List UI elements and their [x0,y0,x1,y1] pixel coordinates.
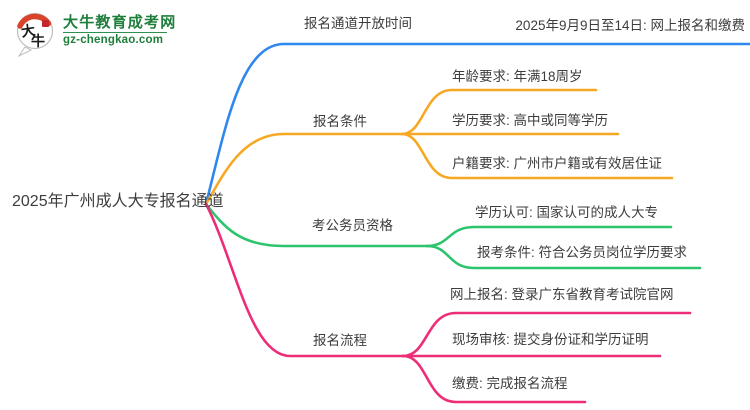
branch-conditions: 报名条件 [313,114,367,129]
branch-process: 报名流程 [313,333,367,348]
logo-icon: 大 牛 [16,12,54,58]
connector-line [400,88,598,136]
leaf-open-time-detail: 2025年9月9日至14日: 网上报名和缴费 [515,18,745,33]
logo-char-niu: 牛 [31,33,45,49]
connector-line [401,354,587,404]
connector-line [204,42,750,206]
connector-line [401,311,692,358]
brand-text-block: 大牛教育成考网 gz-chengkao.com [63,8,176,47]
leaf-degree-recognition: 学历认可: 国家认可的成人大专 [475,205,659,220]
branch-civil-service: 考公务员资格 [312,218,393,233]
connector-line [425,244,702,270]
leaf-online-register: 网上报名: 登录广东省教育考试院官网 [450,287,674,302]
brand-name: 大牛教育成考网 [63,14,177,31]
connector-line [425,225,673,248]
leaf-payment: 缴费: 完成报名流程 [452,376,568,391]
leaf-education-requirement: 学历要求: 高中或同等学历 [452,113,609,128]
root-node: 2025年广州成人大专报名通道 [12,193,224,210]
branch-open-time: 报名通道开放时间 [304,16,412,31]
brand-logo: 大 牛 大牛教育成考网 gz-chengkao.com [12,8,176,58]
leaf-age-requirement: 年龄要求: 年满18周岁 [452,69,583,84]
brand-domain: gz-chengkao.com [63,34,164,46]
connector-line [204,132,620,206]
brand-divider [63,32,167,33]
logo-seal-icon [42,20,49,27]
speech-bubble-tail [17,46,33,58]
leaf-onsite-review: 现场审核: 提交身份证和学历证明 [452,332,649,347]
connector-line [400,132,674,180]
leaf-apply-condition: 报考条件: 符合公务员岗位学历要求 [477,245,688,260]
logo-char-da: 大 [20,22,36,40]
connector-line [204,202,662,358]
connector-line [204,202,429,248]
leaf-residence-requirement: 户籍要求: 广州市户籍或有效居住证 [452,156,663,171]
